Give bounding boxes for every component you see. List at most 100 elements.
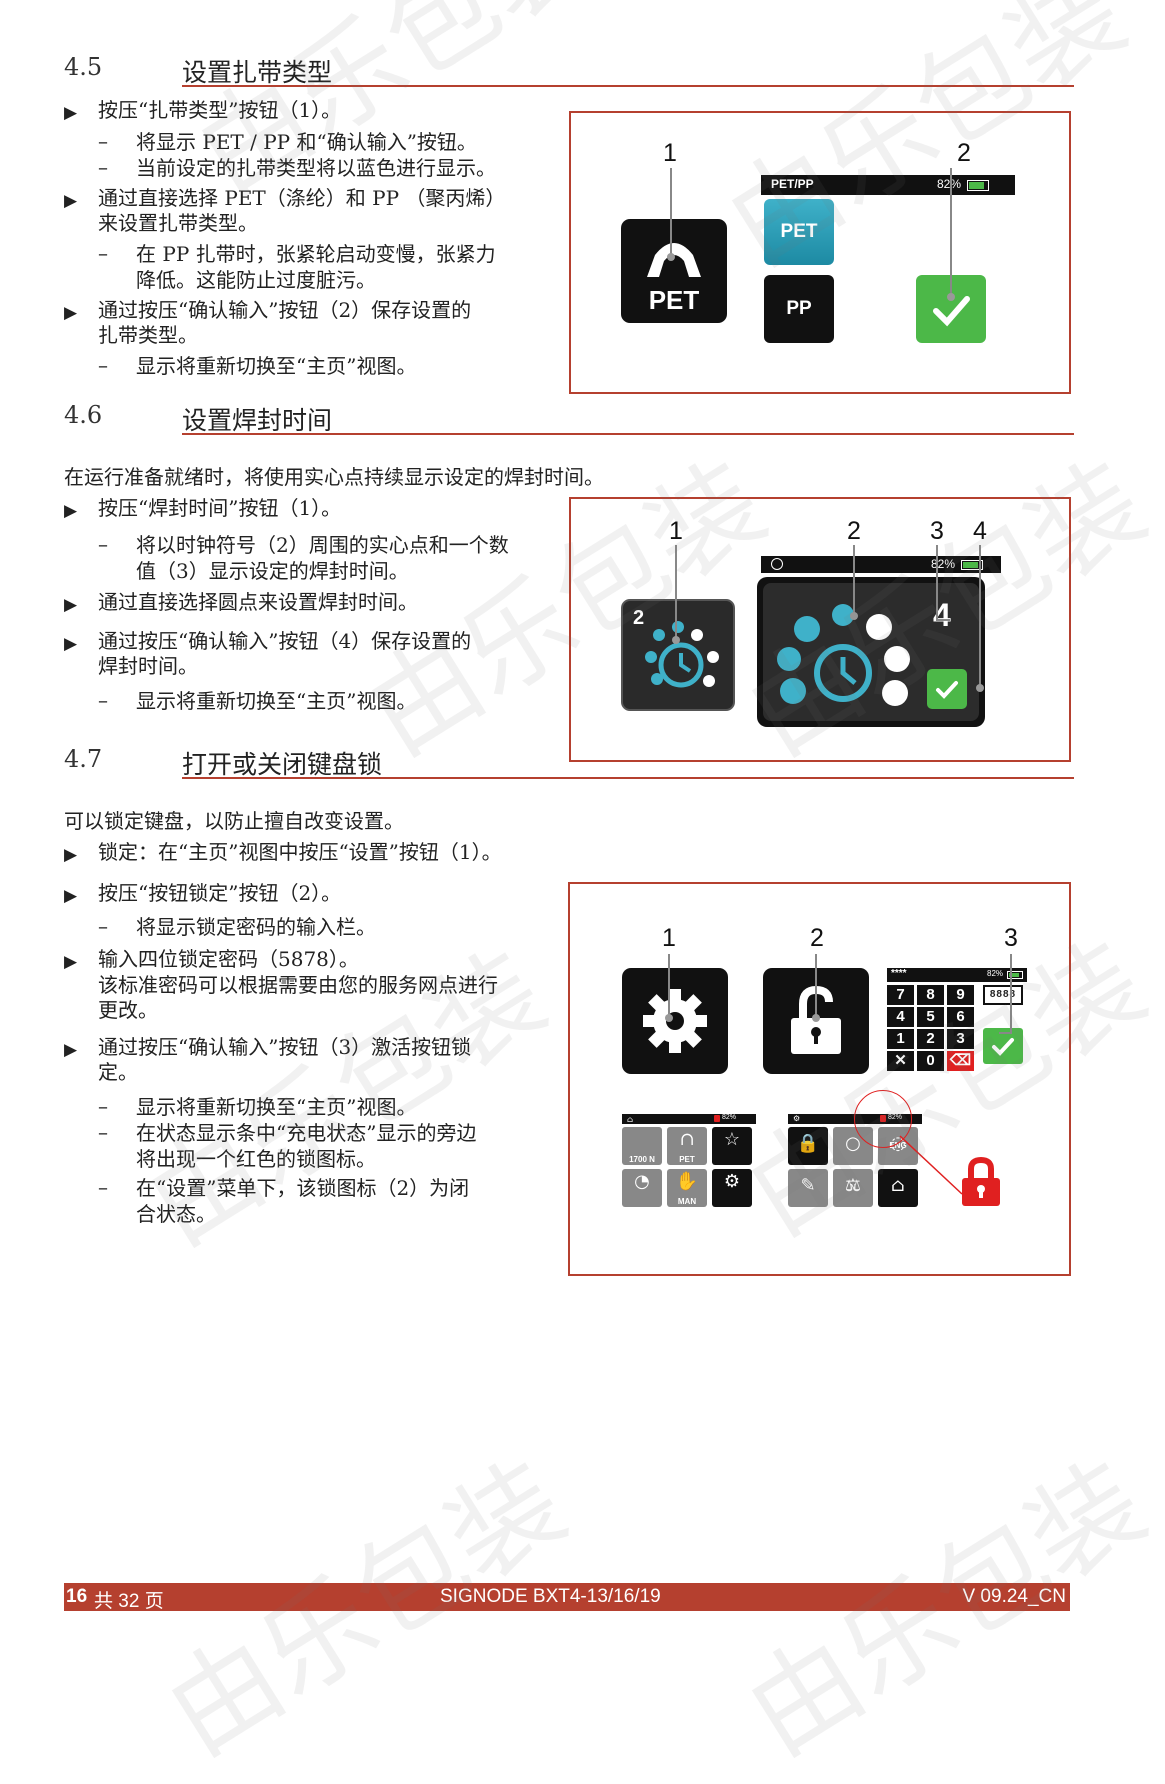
dash-icon: –	[98, 688, 108, 712]
tile-label: PET	[648, 285, 700, 315]
keypad-key[interactable]: 3	[947, 1029, 974, 1049]
highlight-circle	[854, 1090, 912, 1148]
callout-line	[668, 954, 670, 1018]
text-line: 输入四位锁定密码（5878）。	[98, 947, 359, 971]
settings-button[interactable]: ⚙	[712, 1169, 752, 1207]
bullet-icon: ▶	[64, 886, 78, 906]
text-line: 通过直接选择 PET（涤纶）和 PP （聚丙烯）	[98, 186, 506, 210]
section-4-6-header: 4.6 设置焊封时间	[64, 401, 1074, 435]
callout-line	[675, 545, 677, 639]
tile-label: N	[850, 1183, 856, 1192]
tile-label: MAN	[677, 1197, 697, 1206]
intro-text: 可以锁定键盘，以防止擅自改变设置。	[64, 809, 404, 833]
keypad-key[interactable]: 7	[887, 985, 914, 1005]
favorite-button[interactable]: ☆	[712, 1127, 752, 1165]
callout-line	[1010, 954, 1012, 1034]
callout-line	[936, 545, 938, 621]
text-line: 将以时钟符号（2）周围的实心点和一个数	[136, 533, 509, 557]
keypad-key[interactable]: 9	[947, 985, 974, 1005]
keypad-key[interactable]: 5	[917, 1007, 944, 1027]
callout-1: 1	[662, 924, 676, 952]
callout-dot	[667, 253, 675, 261]
callout-2: 2	[810, 924, 824, 952]
callout-2: 2	[847, 517, 861, 545]
section-number: 4.5	[64, 53, 103, 81]
callout-dot	[665, 1014, 673, 1022]
battery-text: 82%	[722, 1114, 737, 1121]
callout-line	[853, 545, 855, 615]
text-line: 按压“焊封时间”按钮（1）。	[98, 496, 342, 520]
strap-type-button[interactable]: ∩PET	[667, 1127, 707, 1165]
dash-icon: –	[98, 1094, 108, 1118]
section-4-7-header: 4.7 打开或关闭键盘锁	[64, 745, 1074, 779]
callout-3: 3	[1004, 924, 1018, 952]
tension-unit-button[interactable]: ⚖N	[833, 1169, 873, 1207]
tension-button[interactable]: 1700 N	[622, 1127, 662, 1165]
callout-1: 1	[663, 139, 677, 167]
bullet-icon: ▶	[64, 595, 78, 615]
keypad-key[interactable]: ✕	[887, 1051, 914, 1071]
version: V 09.24_CN	[962, 1586, 1066, 1607]
text-line: 通过直接选择圆点来设置焊封时间。	[98, 590, 418, 614]
page-total: 共 32 页	[94, 1591, 164, 1612]
callout-3: 3	[930, 517, 944, 545]
status-bar: PET/PP 82%	[761, 175, 1015, 195]
callout-dot	[976, 684, 984, 692]
settings-button[interactable]	[622, 968, 728, 1074]
confirm-button[interactable]	[927, 669, 967, 709]
checkmark-icon	[992, 1038, 1014, 1056]
callout-line	[950, 168, 952, 298]
text-line: 来设置扎带类型。	[98, 211, 258, 235]
tile-icon: ⚙	[723, 1171, 741, 1192]
tile-icon: ☆	[723, 1129, 741, 1150]
seal-time-button[interactable]: ◔	[622, 1169, 662, 1207]
keypad-key[interactable]: 0	[917, 1051, 944, 1071]
callout-line	[999, 1032, 1012, 1034]
keypad-key[interactable]: 1	[887, 1029, 914, 1049]
status-bar: ⌂ 82%	[622, 1114, 756, 1124]
confirm-button[interactable]	[983, 1028, 1023, 1064]
keypad-key[interactable]: 2	[917, 1029, 944, 1049]
section-title: 打开或关闭键盘锁	[182, 750, 383, 779]
text-line: 在 PP 扎带时，张紧轮启动变慢，张紧力	[136, 242, 496, 266]
callout-dot	[812, 1014, 820, 1022]
pet-option-button[interactable]: PET	[764, 199, 834, 265]
pin-display: 8888	[983, 985, 1023, 1005]
pp-option-button[interactable]: PP	[764, 275, 834, 343]
tile-icon: ◔	[634, 1171, 650, 1192]
keypad-key[interactable]: 4	[887, 1007, 914, 1027]
text-line: 扎带类型。	[98, 323, 198, 347]
key-lock-button[interactable]: 🔒	[788, 1127, 828, 1165]
keypad-key[interactable]: 6	[947, 1007, 974, 1027]
dash-icon: –	[98, 1175, 108, 1199]
battery-text: 82%	[937, 177, 961, 191]
dash-icon: –	[98, 129, 108, 153]
strap-type-button[interactable]: PET	[621, 219, 727, 323]
callout-line	[979, 545, 981, 687]
keypad-key[interactable]: 8	[917, 985, 944, 1005]
checkmark-icon	[933, 296, 970, 327]
page-number: 16	[66, 1586, 88, 1607]
text-line: 更改。	[98, 998, 158, 1022]
manual-mode-button[interactable]: ✋MAN	[667, 1169, 707, 1207]
seal-time-button[interactable]: 2	[621, 599, 735, 711]
dash-icon: –	[98, 241, 108, 265]
figure-seal-time: 1 2 3 4 2 82%	[569, 497, 1071, 762]
reset-button[interactable]: ○	[833, 1127, 873, 1165]
red-lock-icon	[958, 1156, 1004, 1208]
bullet-icon: ▶	[64, 952, 78, 972]
tile-icon: ⚖	[844, 1175, 862, 1196]
checkmark-icon	[936, 681, 958, 699]
text-line: 将显示锁定密码的输入栏。	[136, 915, 376, 939]
callout-line	[936, 619, 950, 621]
tile-label: 1700 N	[629, 1155, 655, 1164]
keypad-key[interactable]: ⌫	[947, 1051, 974, 1071]
callout-dot	[850, 612, 858, 620]
service-button[interactable]: ✎	[788, 1169, 828, 1207]
text-line: 锁定：在“主页”视图中按压“设置”按钮（1）。	[98, 840, 502, 864]
text-line: 值（3）显示设定的焊封时间。	[136, 559, 409, 583]
text-line: 将显示 PET / PP 和“确认输入”按钮。	[136, 130, 477, 154]
home-button[interactable]: ⌂	[878, 1169, 918, 1207]
text-line: 焊封时间。	[98, 654, 198, 678]
callout-4: 4	[973, 517, 987, 545]
